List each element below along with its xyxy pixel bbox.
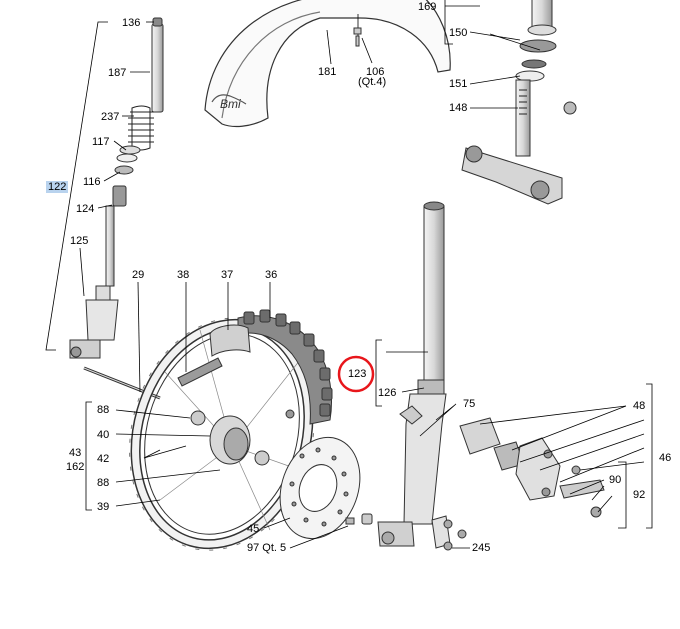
front-tyre [177, 309, 333, 425]
callout-126: 126 [378, 387, 397, 399]
brake-caliper [459, 417, 605, 518]
caliper-bracket [431, 515, 467, 551]
bracket-123 [375, 339, 382, 407]
left-leaders [79, 21, 154, 297]
callout-88-bottom: 88 [97, 477, 110, 489]
callout-42: 42 [97, 453, 110, 465]
wheel-hub [190, 409, 295, 466]
callout-45: 45 [247, 523, 260, 535]
callout-97: 97 Qt. 5 [247, 542, 287, 554]
callout-181: 181 [318, 66, 337, 78]
callout-245: 245 [472, 542, 491, 554]
callout-92: 92 [633, 489, 646, 501]
fender-leaders [326, 14, 373, 65]
caliper-leaders [479, 383, 653, 529]
callout-40: 40 [97, 429, 110, 441]
callout-38: 38 [177, 269, 190, 281]
callout-124: 124 [76, 203, 95, 215]
callout-237: 237 [101, 111, 120, 123]
svg-text:Bmi: Bmi [220, 97, 241, 111]
fender-bolt [353, 27, 362, 47]
bracket-122 [45, 21, 108, 351]
highlight-circle [337, 355, 375, 393]
callout-187: 187 [108, 67, 127, 79]
callout-123: 123 [348, 368, 367, 380]
brake-disc [279, 436, 373, 540]
callout-117: 117 [92, 136, 110, 148]
callout-90: 90 [609, 474, 622, 486]
callout-150: 150 [449, 27, 468, 39]
steering-stem [461, 0, 577, 205]
bottom-leaders [263, 517, 349, 549]
wheel-top-leaders [185, 282, 271, 372]
front-fender: Bmi [204, 0, 451, 128]
callout-148: 148 [449, 102, 468, 114]
callout-125: 125 [70, 235, 89, 247]
callout-151: 151 [449, 78, 468, 90]
damper-cartridge [69, 17, 164, 359]
callout-29: 29 [132, 269, 145, 281]
callout-46: 46 [659, 452, 672, 464]
callout-37: 37 [221, 269, 234, 281]
callout-48: 48 [633, 400, 646, 412]
stem-leaders [444, 0, 541, 109]
wheel-left-leaders [85, 401, 221, 511]
callout-122: 122 [46, 181, 69, 193]
callout-162: 162 [66, 461, 85, 473]
fork-leg [377, 201, 447, 547]
callout-116: 116 [83, 176, 101, 188]
callout-136: 136 [122, 17, 141, 29]
callout-39: 39 [97, 501, 110, 513]
callout-36: 36 [265, 269, 278, 281]
callout-106-qty: (Qt.4) [358, 76, 387, 88]
callout-106: 106 [366, 66, 385, 78]
callout-75: 75 [463, 398, 476, 410]
callout-43: 43 [69, 447, 82, 459]
callout-88-top: 88 [97, 404, 110, 416]
callout-169: 169 [418, 1, 437, 13]
